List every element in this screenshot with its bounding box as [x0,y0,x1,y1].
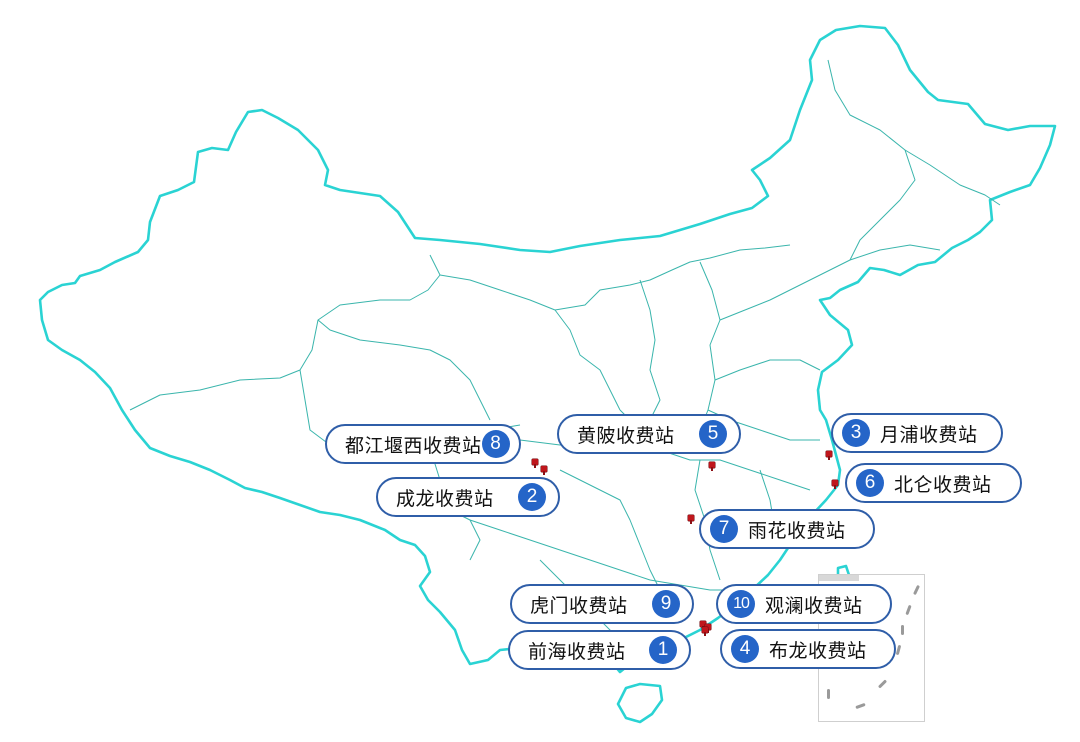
station-label-4[interactable]: 4 布龙收费站 [720,629,896,669]
island-dash [855,702,866,710]
station-number-badge: 7 [710,515,738,543]
station-label-1[interactable]: 前海收费站 1 [508,630,691,670]
station-number-badge: 2 [518,483,546,511]
station-number-badge: 1 [649,636,677,664]
station-name: 虎门收费站 [530,594,628,617]
station-label-6[interactable]: 6 北仑收费站 [845,463,1022,503]
station-label-3[interactable]: 3 月浦收费站 [831,413,1003,453]
station-label-2[interactable]: 成龙收费站 2 [376,477,560,517]
station-name: 观澜收费站 [765,594,863,617]
station-number-badge: 10 [727,590,755,618]
station-number-badge: 6 [856,469,884,497]
station-name: 北仑收费站 [894,473,992,496]
island-dash [877,679,888,689]
map-pin-shenzhen-cluster[interactable] [705,624,711,633]
island-dash [895,644,902,656]
hainan-island [616,682,664,724]
map-pin-yuhua[interactable] [688,515,694,524]
map-pin-dujiangyan[interactable] [532,459,538,468]
station-name: 布龙收费站 [769,639,867,662]
island-dash [901,625,904,635]
station-label-9[interactable]: 虎门收费站 9 [510,584,694,624]
station-number-badge: 4 [731,635,759,663]
station-number-badge: 5 [699,420,727,448]
island-dash [913,584,920,596]
station-label-8[interactable]: 都江堰西收费站 8 [325,424,521,464]
national-border [38,24,1057,674]
province-boundaries [129,59,1001,641]
station-label-7[interactable]: 7 雨花收费站 [699,509,875,549]
station-number-badge: 9 [652,590,680,618]
station-name: 都江堰西收费站 [345,434,482,457]
station-name: 月浦收费站 [880,423,978,446]
station-number-badge: 8 [481,430,510,458]
station-label-5[interactable]: 黄陂收费站 5 [557,414,741,454]
map-pin-shenzhen-cluster[interactable] [702,627,708,636]
station-name: 黄陂收费站 [577,424,675,447]
station-number-badge: 3 [842,419,870,447]
inset-header [819,575,859,581]
map-pin-chenglong[interactable] [541,466,547,475]
station-name: 前海收费站 [528,640,626,663]
map-pin-beilun[interactable] [832,480,838,489]
island-dash [827,689,830,699]
station-name: 成龙收费站 [396,487,494,510]
map-pin-yuepu[interactable] [826,451,832,460]
island-dash [905,604,912,616]
map-pin-huangpi[interactable] [709,462,715,471]
station-label-10[interactable]: 10 观澜收费站 [716,584,892,624]
station-name: 雨花收费站 [748,519,846,542]
